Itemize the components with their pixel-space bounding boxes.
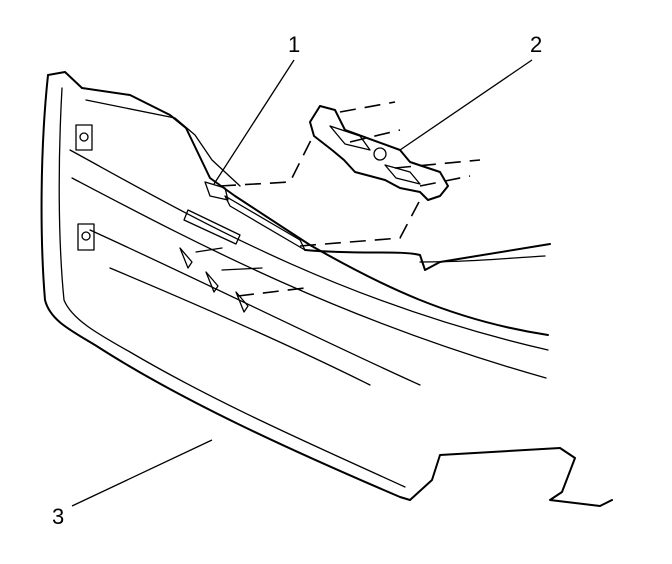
fascia-panel	[40, 71, 613, 507]
leader-line-1	[213, 59, 295, 185]
upper-body-section	[304, 243, 551, 271]
leader-line-2	[399, 59, 533, 151]
attachment-lines	[219, 137, 421, 297]
callout-2: 2	[399, 32, 542, 151]
callout-label-1: 1	[288, 32, 300, 57]
callout-1: 1	[213, 32, 300, 185]
leader-line-3	[71, 439, 213, 507]
retainer-clip	[309, 101, 481, 201]
callout-label-2: 2	[530, 32, 542, 57]
callout-3: 3	[52, 439, 213, 529]
callout-label-3: 3	[52, 504, 64, 529]
